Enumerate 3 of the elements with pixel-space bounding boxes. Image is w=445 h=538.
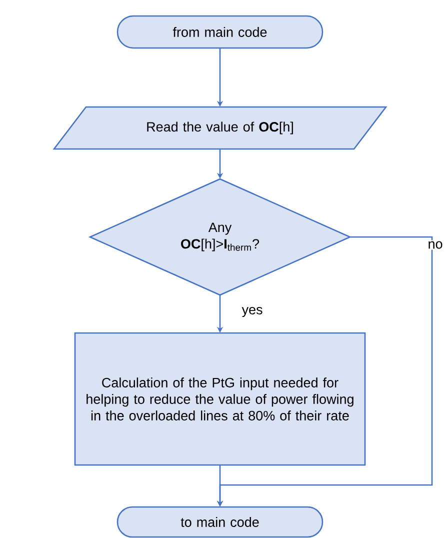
process-box: Calculation of the PtG input needed for helping to reduce the value of power flowing in the overloaded lines at 80% of their rate <box>74 332 366 466</box>
edge-label: yes <box>240 306 264 318</box>
edge-label: no <box>426 240 444 250</box>
